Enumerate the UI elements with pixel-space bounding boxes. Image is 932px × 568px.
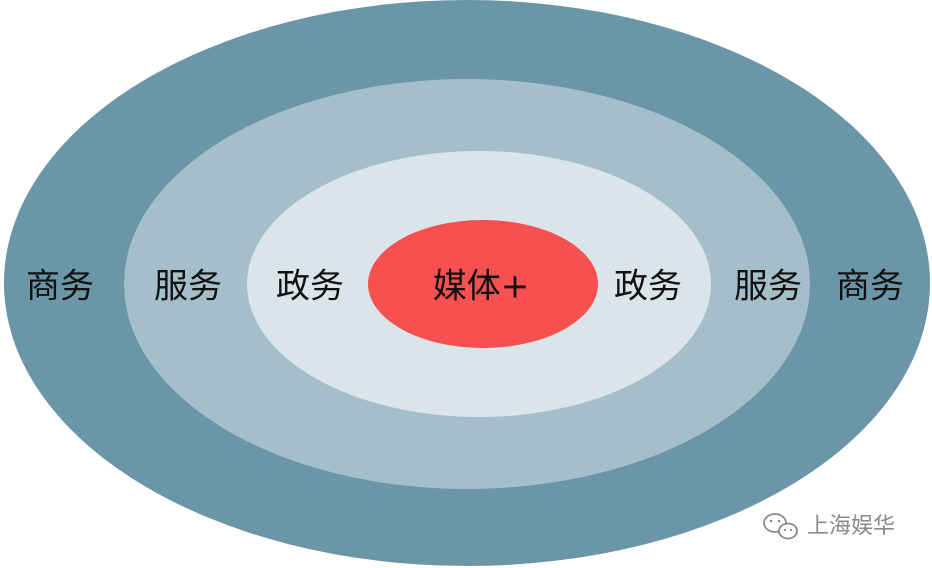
center-ellipse [368,220,598,348]
ring-label-outer-left: 商务 [26,267,94,307]
ring-label-middle-right: 服务 [734,267,802,307]
ring-label-inner-right: 政务 [614,267,682,307]
wechat-icon [763,513,798,540]
watermark-text: 上海娱华 [807,514,895,539]
ring-label-outer-right: 商务 [836,267,904,307]
ring-label-middle-left: 服务 [154,267,222,307]
watermark: 上海娱华 [763,513,895,540]
center-label: 媒体+ [433,267,530,307]
ring-label-inner-left: 政务 [276,267,344,307]
